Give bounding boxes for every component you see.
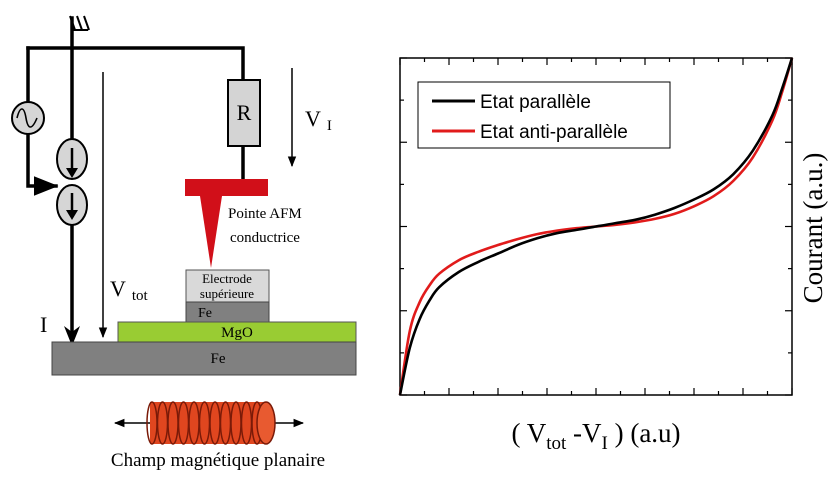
tip-label-line1: Pointe AFM bbox=[228, 206, 302, 222]
resistor-label: R bbox=[237, 100, 252, 125]
fe-bottom-label: Fe bbox=[211, 351, 226, 367]
y-axis-label: Courant (a.u.) bbox=[798, 153, 828, 304]
fe-bottom-layer bbox=[51, 341, 357, 376]
resistor: R bbox=[227, 79, 261, 147]
circuit-wires bbox=[26, 16, 245, 347]
field-caption: Champ magnétique planaire bbox=[111, 450, 325, 471]
series-layer bbox=[398, 57, 794, 396]
iv-chart: Etat parallèle Etat anti-parallèle ( Vto… bbox=[398, 57, 828, 454]
axis-ticks bbox=[399, 57, 793, 396]
electrode-label-line2: supérieure bbox=[200, 286, 254, 301]
tip-label-line2: conductrice bbox=[230, 230, 300, 246]
sample-stack: Electrode supérieure Fe MgO Fe bbox=[51, 269, 357, 376]
magnetic-coil-icon bbox=[113, 401, 305, 445]
electrode-label-line1: Electrode bbox=[202, 271, 252, 286]
mgo-label: MgO bbox=[221, 325, 253, 341]
current-arrow-icon bbox=[64, 326, 80, 346]
x-axis-label: ( Vtot -VI ) (a.u) bbox=[511, 418, 680, 454]
legend-label-parallel: Etat parallèle bbox=[480, 92, 591, 113]
legend: Etat parallèle Etat anti-parallèle bbox=[417, 81, 671, 149]
fe-top-label: Fe bbox=[198, 306, 212, 321]
legend-box bbox=[417, 81, 671, 149]
afm-tip bbox=[185, 179, 268, 268]
series-line-parallel bbox=[398, 57, 794, 396]
electrode-layer bbox=[185, 269, 270, 303]
legend-label-antiparallel: Etat anti-parallèle bbox=[480, 122, 628, 143]
ac-source-icon bbox=[11, 101, 45, 135]
current-source-icon bbox=[56, 138, 88, 226]
current-label: I bbox=[40, 312, 47, 337]
